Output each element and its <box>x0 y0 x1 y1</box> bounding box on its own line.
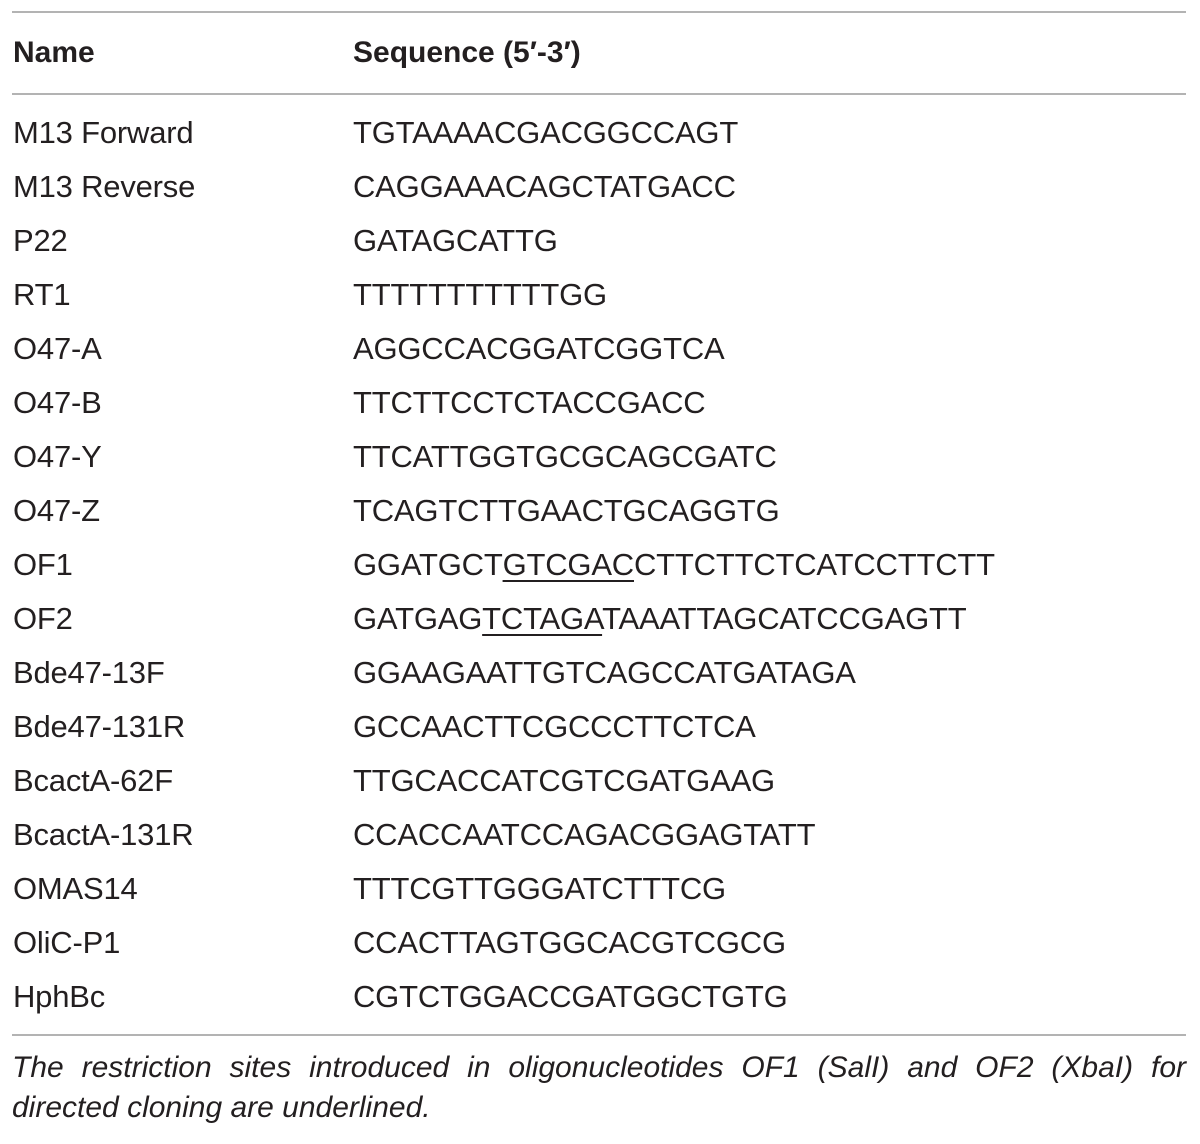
sequence-prefix: GATAGCATTG <box>353 223 558 258</box>
header-sequence: Sequence (5′-3′) <box>353 36 581 69</box>
primer-sequence: GCCAACTTCGCCCTTCTCA <box>353 709 1186 745</box>
table-row: Bde47-13F GGAAGAATTGTCAGCCATGATAGA <box>12 646 1186 700</box>
primer-name: M13 Forward <box>13 115 194 150</box>
sequence-suffix: CTTCTTCTCATCCTTCTT <box>634 547 995 582</box>
primer-sequence: CCACTTAGTGGCACGTCGCG <box>353 925 1186 961</box>
sequence-prefix: GCCAACTTCGCCCTTCTCA <box>353 709 756 744</box>
sequence-prefix: CCACCAATCCAGACGGAGTATT <box>353 817 816 852</box>
sequence-prefix: TTTTTTTTTTTGG <box>353 277 607 312</box>
sequence-prefix: CGTCTGGACCGATGGCTGTG <box>353 979 788 1014</box>
primer-sequence: GATGAGTCTAGATAAATTAGCATCCGAGTT <box>353 601 1186 637</box>
primer-sequence: TTCATTGGTGCGCAGCGATC <box>353 439 1186 475</box>
primer-name: O47-A <box>13 331 102 366</box>
primer-name: O47-B <box>13 385 102 420</box>
primer-name: Bde47-13F <box>13 655 165 690</box>
table-footnote: The restriction sites introduced in olig… <box>12 1051 1186 1124</box>
table-row: BcactA-131R CCACCAATCCAGACGGAGTATT <box>12 808 1186 862</box>
primer-name: O47-Y <box>13 439 102 474</box>
primer-name: OF2 <box>13 601 73 636</box>
table-row: OF2 GATGAGTCTAGATAAATTAGCATCCGAGTT <box>12 592 1186 646</box>
primer-sequence: CGTCTGGACCGATGGCTGTG <box>353 979 1186 1015</box>
primer-name: BcactA-131R <box>13 817 194 852</box>
primer-name: O47-Z <box>13 493 100 528</box>
table-row: O47-B TTCTTCCTCTACCGACC <box>12 376 1186 430</box>
primer-name: HphBc <box>13 979 106 1014</box>
primer-sequence: CAGGAAACAGCTATGACC <box>353 169 1186 205</box>
table-body: M13 Forward TGTAAAACGACGGCCAGT M13 Reverse… <box>12 95 1186 1034</box>
primer-name: P22 <box>13 223 68 258</box>
table-row: M13 Reverse CAGGAAACAGCTATGACC <box>12 160 1186 214</box>
sequence-prefix: AGGCCACGGATCGGTCA <box>353 331 725 366</box>
primer-sequence: GGAAGAATTGTCAGCCATGATAGA <box>353 655 1186 691</box>
table-row: O47-A AGGCCACGGATCGGTCA <box>12 322 1186 376</box>
table-row: BcactA-62F TTGCACCATCGTCGATGAAG <box>12 754 1186 808</box>
table-row: OliC-P1 CCACTTAGTGGCACGTCGCG <box>12 916 1186 970</box>
restriction-site: GTCGAC <box>502 547 635 582</box>
primer-sequence: TCAGTCTTGAACTGCAGGTG <box>353 493 1186 529</box>
table-row: O47-Y TTCATTGGTGCGCAGCGATC <box>12 430 1186 484</box>
sequence-prefix: TGTAAAACGACGGCCAGT <box>353 115 739 150</box>
primer-name: BcactA-62F <box>13 763 173 798</box>
primer-name: OF1 <box>13 547 73 582</box>
table-row: O47-Z TCAGTCTTGAACTGCAGGTG <box>12 484 1186 538</box>
primer-sequence: GGATGCTGTCGACCTTCTTCTCATCCTTCTT <box>353 547 1186 583</box>
primer-sequence: GATAGCATTG <box>353 223 1186 259</box>
sequence-prefix: GATGAG <box>353 601 483 636</box>
primer-sequence: TTTTTTTTTTTGG <box>353 277 1186 313</box>
primer-sequence: TTCTTCCTCTACCGACC <box>353 385 1186 421</box>
primer-name: M13 Reverse <box>13 169 196 204</box>
table-row: P22 GATAGCATTG <box>12 214 1186 268</box>
table-header-row: Name Sequence (5′-3′) <box>12 13 1186 93</box>
table-row: OMAS14 TTTCGTTGGGATCTTTCG <box>12 862 1186 916</box>
table-row: HphBc CGTCTGGACCGATGGCTGTG <box>12 970 1186 1024</box>
table-row: RT1 TTTTTTTTTTTGG <box>12 268 1186 322</box>
table-header-rule <box>12 93 1186 95</box>
primer-sequence: CCACCAATCCAGACGGAGTATT <box>353 817 1186 853</box>
header-name: Name <box>13 36 95 69</box>
sequence-prefix: CAGGAAACAGCTATGACC <box>353 169 736 204</box>
sequence-prefix: TTTCGTTGGGATCTTTCG <box>353 871 726 906</box>
primer-name: OMAS14 <box>13 871 138 906</box>
sequence-prefix: TTCATTGGTGCGCAGCGATC <box>353 439 777 474</box>
primer-sequence: TTGCACCATCGTCGATGAAG <box>353 763 1186 799</box>
table-top-rule <box>12 11 1186 13</box>
primer-name: OliC-P1 <box>13 925 121 960</box>
sequence-prefix: TTCTTCCTCTACCGACC <box>353 385 706 420</box>
restriction-site: TCTAGA <box>482 601 603 636</box>
primer-name: RT1 <box>13 277 71 312</box>
table-row: M13 Forward TGTAAAACGACGGCCAGT <box>12 106 1186 160</box>
sequence-prefix: GGATGCT <box>353 547 503 582</box>
primer-name: Bde47-131R <box>13 709 186 744</box>
primer-sequence: TGTAAAACGACGGCCAGT <box>353 115 1186 151</box>
primer-table: Name Sequence (5′-3′) M13 Forward TGTAAAA… <box>12 0 1186 1128</box>
sequence-prefix: TCAGTCTTGAACTGCAGGTG <box>353 493 780 528</box>
sequence-prefix: TTGCACCATCGTCGATGAAG <box>353 763 775 798</box>
sequence-prefix: GGAAGAATTGTCAGCCATGATAGA <box>353 655 856 690</box>
table-bottom-rule <box>12 1034 1186 1036</box>
table-row: Bde47-131R GCCAACTTCGCCCTTCTCA <box>12 700 1186 754</box>
table-row: OF1 GGATGCTGTCGACCTTCTTCTCATCCTTCTT <box>12 538 1186 592</box>
sequence-suffix: TAAATTAGCATCCGAGTT <box>602 601 967 636</box>
sequence-prefix: CCACTTAGTGGCACGTCGCG <box>353 925 786 960</box>
primer-sequence: TTTCGTTGGGATCTTTCG <box>353 871 1186 907</box>
primer-sequence: AGGCCACGGATCGGTCA <box>353 331 1186 367</box>
